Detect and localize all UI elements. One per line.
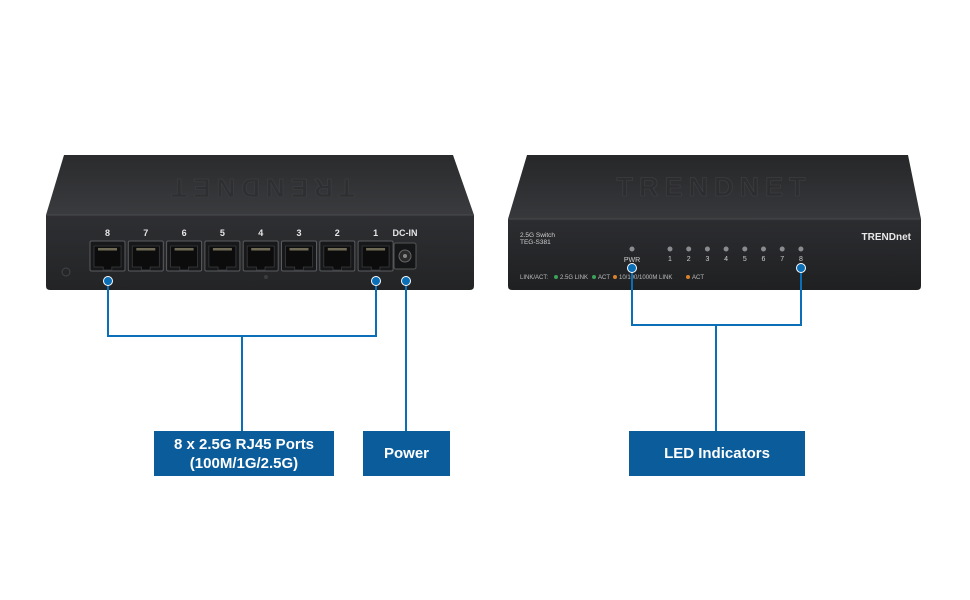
port-led-number: 8 — [799, 256, 803, 263]
legend-dot-green — [592, 275, 596, 279]
rj45-port — [89, 240, 126, 272]
port-led-number: 2 — [687, 256, 691, 263]
port-number-labels: 8 7 6 5 4 3 2 1 — [105, 228, 378, 238]
port-led — [779, 246, 785, 252]
dc-in-label: DC-IN — [393, 228, 418, 238]
ports-connector-dot — [103, 276, 113, 286]
port-led-number: 3 — [705, 256, 709, 263]
led-connector-lines — [631, 268, 802, 431]
rj45-port — [127, 240, 164, 272]
port-number-label: 8 — [105, 228, 110, 238]
port-led-number: 1 — [668, 256, 672, 263]
port-number-label: 2 — [335, 228, 340, 238]
led-legend: LINK/ACT: 2.5G LINK ACT 10/100/1000M LIN… — [520, 275, 704, 281]
ports-connector-dot — [371, 276, 381, 286]
legend-item: ACT — [692, 275, 704, 281]
rj45-port-row — [89, 240, 394, 272]
model-title: 2.5G Switch — [520, 232, 555, 239]
power-callout-label: Power — [383, 445, 429, 462]
rj45-port — [166, 240, 203, 272]
rear-brand-embossed: TRENDNET — [165, 173, 355, 203]
power-callout: Power — [363, 431, 450, 476]
port-led-row: 1 2 3 4 5 6 7 8 — [667, 246, 804, 263]
port-led — [686, 246, 692, 252]
port-led-number: 4 — [724, 256, 728, 263]
pwr-label: PWR — [624, 257, 640, 264]
legend-dot-orange — [613, 275, 617, 279]
legend-item: 2.5G LINK — [560, 275, 588, 281]
legend-item: 10/100/1000M LINK — [619, 275, 672, 281]
rear-top-surface — [46, 155, 474, 215]
front-brand-embossed: TRENDNET — [617, 172, 812, 202]
rj45-port — [242, 240, 279, 272]
ports-callout: 8 x 2.5G RJ45 Ports (100M/1G/2.5G) — [154, 431, 334, 476]
pwr-led — [629, 246, 635, 252]
ports-callout-line1: 8 x 2.5G RJ45 Ports — [173, 435, 315, 453]
port-led — [667, 246, 673, 252]
switch-front-view: TRENDNET 2.5G Switch TEG-S381 TRENDnet P… — [508, 155, 921, 290]
port-number-label: 7 — [143, 228, 148, 238]
port-number-label: 4 — [258, 228, 263, 238]
port-number-label: 3 — [296, 228, 301, 238]
port-number-label: 5 — [220, 228, 225, 238]
port-led-number: 6 — [762, 256, 766, 263]
legend-dot-orange — [686, 275, 690, 279]
port-led — [704, 246, 710, 252]
legend-item: ACT — [598, 275, 610, 281]
rj45-port — [319, 240, 356, 272]
led-connector-dot — [627, 263, 637, 273]
ports-callout-line2: (100M/1G/2.5G) — [189, 454, 299, 472]
port-number-label: 6 — [182, 228, 187, 238]
port-led-number: 5 — [743, 256, 747, 263]
switch-rear-view: TRENDNET 8 7 6 5 4 3 2 1 DC-IN — [46, 155, 474, 290]
legend-dot-green — [554, 275, 558, 279]
port-led — [798, 246, 804, 252]
front-top-surface — [508, 155, 921, 219]
led-callout-label: LED Indicators — [664, 445, 770, 462]
rj45-port — [357, 240, 394, 272]
legend-prefix: LINK/ACT: — [520, 275, 548, 281]
led-connector-dot — [796, 263, 806, 273]
rj45-port — [281, 240, 317, 272]
trendnet-logo: TRENDnet — [862, 232, 912, 243]
screw-hole — [264, 275, 268, 279]
power-connector-dot — [401, 276, 411, 286]
ports-connector-lines — [107, 281, 377, 431]
led-callout: LED Indicators — [629, 431, 805, 476]
port-led — [723, 246, 729, 252]
model-number: TEG-S381 — [520, 239, 551, 246]
port-number-label: 1 — [373, 228, 378, 238]
front-face — [508, 219, 921, 290]
screw-hole — [61, 267, 71, 277]
port-led-number: 7 — [780, 256, 784, 263]
rj45-port — [204, 240, 241, 272]
port-led — [761, 246, 766, 252]
port-led — [742, 246, 748, 252]
